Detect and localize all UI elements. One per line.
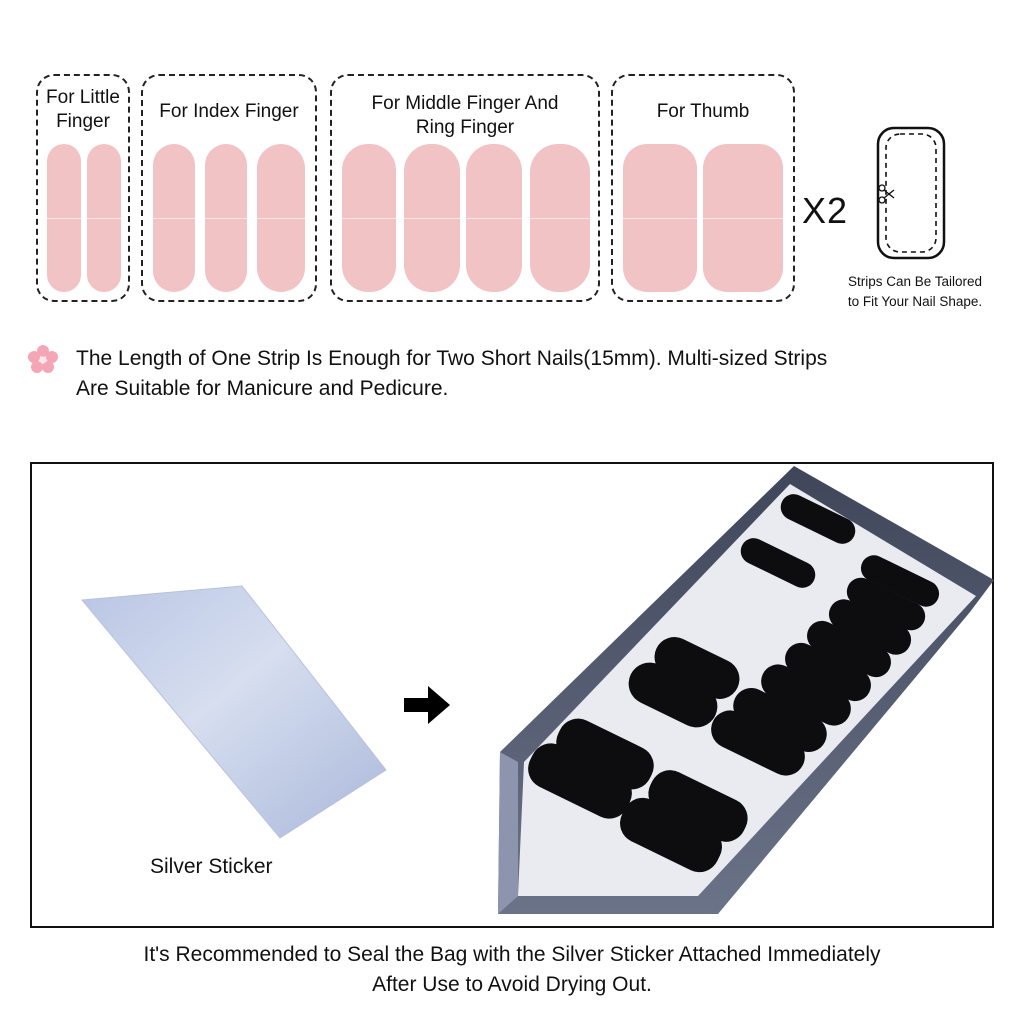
silver-sticker — [81, 585, 387, 839]
black-strip — [807, 620, 891, 678]
thumb-group: For Thumb — [611, 74, 795, 302]
arrow-right-icon — [404, 686, 450, 724]
nail-strip — [623, 144, 697, 292]
black-strip — [556, 718, 654, 790]
black-strip — [733, 687, 827, 753]
black-strip — [860, 555, 940, 607]
index-finger-label: For Index Finger — [159, 101, 299, 122]
strip-set — [528, 494, 940, 873]
black-strip — [785, 642, 871, 702]
tailor-note-line1: Strips Can Be Tailored — [847, 274, 983, 289]
storage-caption-line1: It's Recommended to Seal the Bag with th… — [143, 943, 881, 966]
black-strip — [628, 662, 718, 728]
nail-strip — [530, 144, 590, 292]
strip-length-info-line1: The Length of One Strip Is Enough for Tw… — [76, 347, 828, 370]
black-strip — [780, 494, 856, 544]
black-strip — [620, 797, 722, 873]
little-finger-label-line2: Finger — [56, 111, 110, 132]
black-strip — [654, 637, 740, 699]
black-strip — [828, 599, 912, 655]
thumb-label: For Thumb — [656, 101, 750, 122]
black-strip — [528, 743, 632, 819]
strip-length-info-line2: Are Suitable for Manicure and Pedicure. — [76, 377, 449, 400]
tailor-diagram-icon — [876, 126, 946, 260]
nail-strip — [703, 144, 783, 292]
storage-caption: It's Recommended to Seal the Bag with th… — [60, 940, 964, 1000]
nail-strip — [466, 144, 522, 292]
nail-strip — [342, 144, 396, 292]
little-finger-group: For Little Finger — [36, 74, 130, 302]
little-finger-label-line1: For Little — [46, 87, 120, 108]
middle-ring-label-line2: Ring Finger — [415, 117, 515, 138]
quantity-multiplier: X2 — [802, 190, 849, 231]
silver-sticker-label: Silver Sticker — [150, 855, 273, 878]
black-strip — [761, 664, 851, 726]
flower-icon — [28, 345, 58, 373]
nail-strip — [153, 144, 195, 292]
black-strip — [740, 538, 816, 588]
storage-caption-line2: After Use to Avoid Drying Out. — [372, 973, 652, 996]
strip-length-info: The Length of One Strip Is Enough for Tw… — [76, 344, 976, 404]
middle-ring-finger-group: For Middle Finger And Ring Finger — [330, 74, 600, 302]
black-strip — [648, 770, 748, 842]
sticker-illustration — [81, 466, 994, 914]
nail-strip — [47, 144, 81, 292]
nail-strip — [257, 144, 305, 292]
nail-strip — [205, 144, 247, 292]
nail-strip — [87, 144, 121, 292]
tailor-note-line2: to Fit Your Nail Shape. — [847, 294, 983, 309]
index-finger-group: For Index Finger — [141, 74, 317, 302]
middle-ring-label-line1: For Middle Finger And — [371, 93, 559, 114]
nail-strip — [404, 144, 460, 292]
tailor-note: Strips Can Be Tailored to Fit Your Nail … — [815, 272, 1015, 312]
black-strip — [846, 577, 926, 631]
scissors-icon — [878, 184, 895, 204]
black-strip — [711, 710, 805, 776]
